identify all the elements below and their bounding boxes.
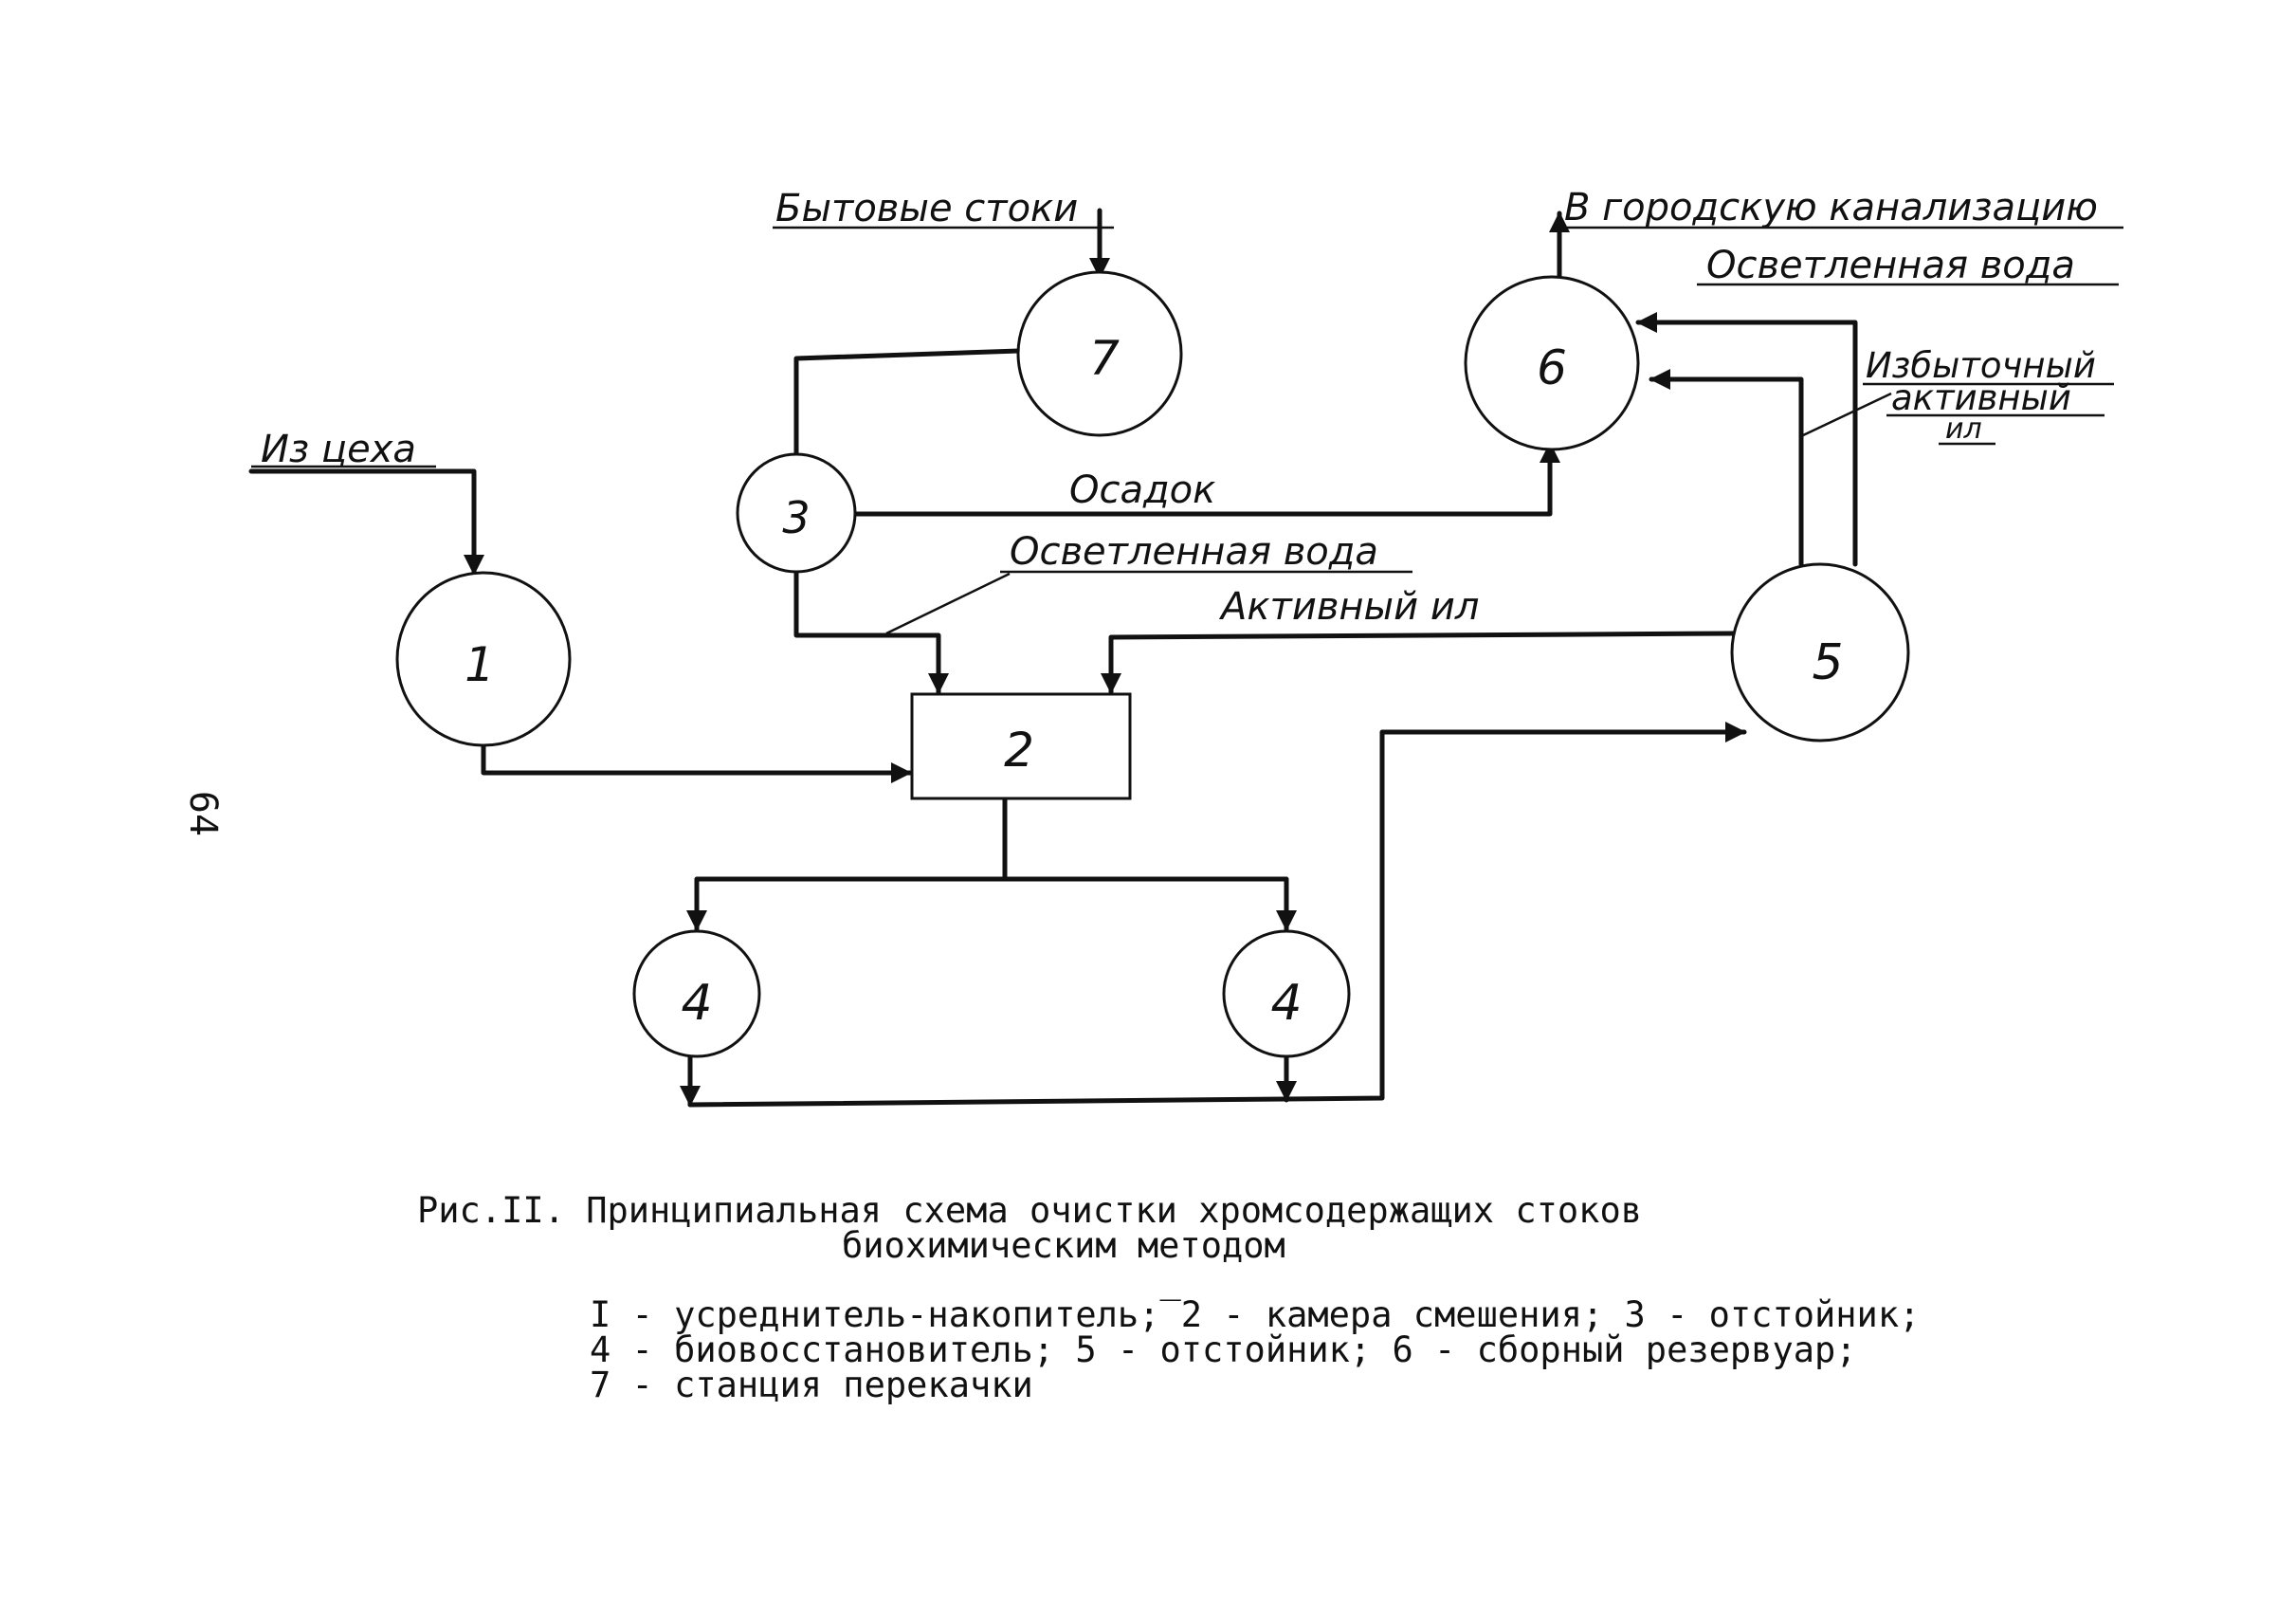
to-city-sewer-label: В городскую канализацию — [1564, 186, 2098, 229]
domestic-sewage-label: Бытовые стоки — [775, 187, 1078, 230]
legend-line-1: I - усреднитель-накопитель;‾2 - камера с… — [590, 1294, 1921, 1335]
node-2-box — [910, 692, 1132, 800]
node-7-label: 7 — [1089, 331, 1120, 386]
caption-title-line-2: биохимическим методом — [842, 1225, 1285, 1266]
flow-5-to-6-excess-sludge-line — [1649, 369, 1804, 567]
sediment-label: Осадок — [1069, 468, 1215, 512]
clarified-mid-leader — [885, 572, 1011, 635]
excess-sludge-leader — [1800, 392, 1892, 438]
node-4b-label: 4 — [1270, 975, 1302, 1032]
flow-1-to-2-line — [481, 742, 913, 783]
node-5-label: 5 — [1812, 634, 1843, 691]
node-3-circle — [736, 452, 857, 574]
node-2-label: 2 — [1004, 723, 1034, 778]
page-number: 64 — [181, 790, 226, 837]
legend-line-3: 7 - станция перекачки — [590, 1365, 1033, 1405]
node-3-label: 3 — [782, 492, 810, 543]
caption-title-line-1: Рис.II. Принципиальная схема очистки хро… — [417, 1190, 1643, 1231]
node-5-circle — [1730, 562, 1910, 742]
active-sludge-label: Активный ил — [1218, 585, 1479, 629]
flow-2-to-4a-line — [686, 876, 1008, 932]
flow-4-to-5-line — [687, 722, 1747, 1108]
node-1-circle — [395, 571, 572, 747]
node-4a-circle — [632, 929, 761, 1058]
clarified-water-mid-label: Осветленная вода — [1010, 530, 1378, 574]
flow-5-to-6-clarified-line — [1635, 312, 1858, 567]
node-4a-label: 4 — [681, 975, 712, 1032]
clarified-water-top-label: Осветленная вода — [1706, 244, 2075, 287]
node-6-label: 6 — [1537, 340, 1567, 395]
excess-sludge-label-3: ил — [1945, 412, 1982, 446]
node-6-circle — [1464, 275, 1640, 451]
flow-7-to-3-line — [793, 348, 1022, 467]
flow-3-to-6-sediment-line — [852, 441, 1560, 517]
node-7-circle — [1016, 270, 1183, 437]
from-shop-label: Из цеха — [261, 428, 416, 471]
excess-sludge-label-1: Избыточный — [1866, 345, 2096, 386]
legend-line-2: 4 - биовосстановитель; 5 - отстойник; 6 … — [590, 1329, 1857, 1370]
node-4b-circle — [1222, 929, 1351, 1058]
node-1-label: 1 — [465, 637, 495, 692]
flow-5-to-2-active-sludge-line — [1101, 631, 1736, 695]
flow-3-to-2-clarified-line — [793, 559, 949, 695]
flow-from-shop-line — [248, 468, 484, 577]
excess-sludge-label-2: активный — [1891, 377, 2071, 418]
flow-2-to-4b-line — [1002, 876, 1297, 932]
